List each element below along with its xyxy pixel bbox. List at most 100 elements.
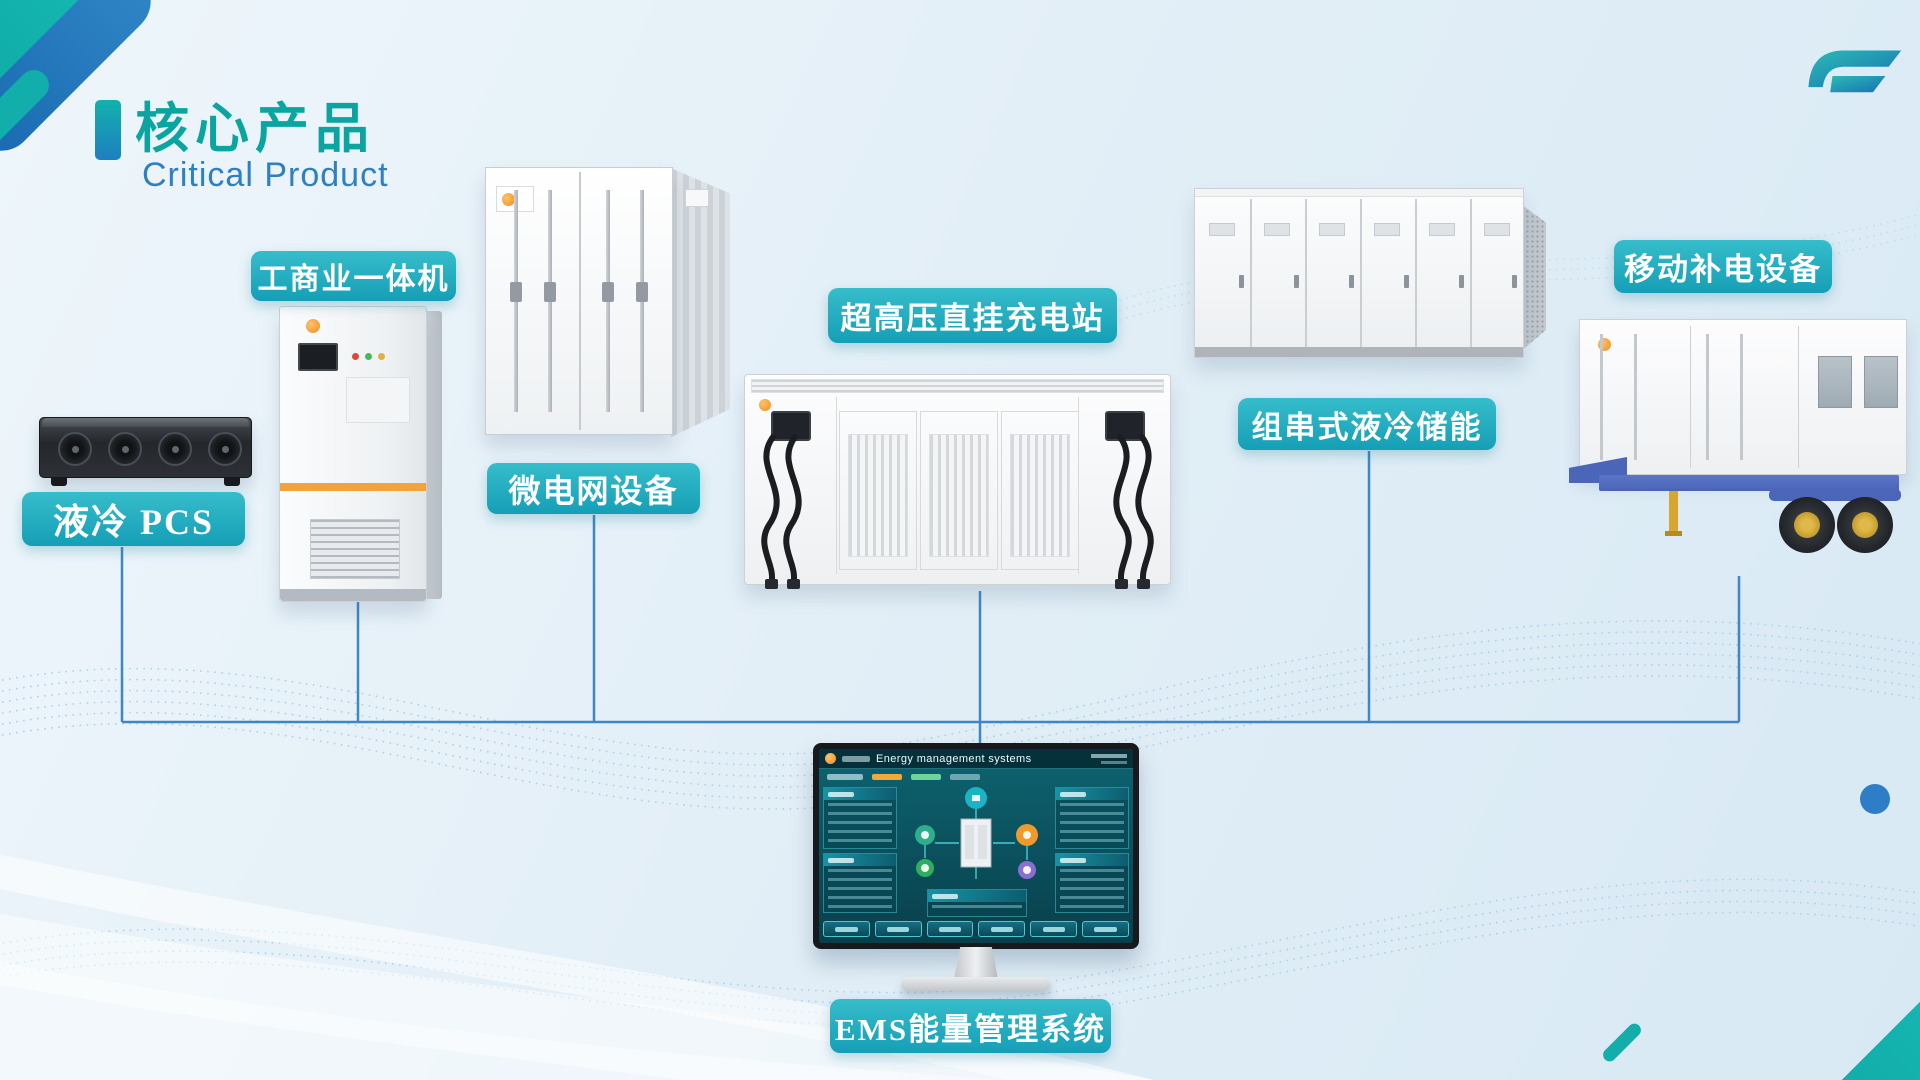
door-lock-rod — [1600, 334, 1603, 460]
cabinet-display — [298, 343, 338, 371]
label-text: 组串式液冷储能 — [1251, 409, 1483, 445]
label-commercial-industrial-all-in-one: 工商业一体机 — [251, 251, 456, 301]
door-vent — [1374, 223, 1400, 236]
mobile-container-body — [1579, 319, 1907, 475]
status-chip — [827, 774, 863, 780]
connector-path — [120, 451, 1741, 744]
ems-brand-text-placeholder — [842, 755, 870, 762]
fan-icon — [58, 432, 92, 466]
label-text: 超高压直挂充电站 — [840, 301, 1105, 336]
ems-panel-bottom-left — [823, 853, 897, 913]
product-string-storage-image — [1194, 180, 1546, 371]
product-microgrid-image — [485, 157, 730, 443]
ems-menu-button — [1030, 921, 1078, 937]
ems-menu-button — [823, 921, 870, 937]
door-handle — [1459, 275, 1464, 288]
monitor-stand-base — [901, 977, 1051, 991]
door-vent — [1319, 223, 1345, 236]
ems-clock-placeholder — [1091, 752, 1127, 765]
door-seam — [579, 172, 581, 430]
fan-icon — [158, 432, 192, 466]
door-vent — [1484, 223, 1510, 236]
door-panel — [920, 411, 998, 570]
cabinet-base — [280, 589, 426, 601]
ems-panel-top-left — [823, 787, 897, 849]
door-vent — [1209, 223, 1235, 236]
ems-panel-bottom-right — [1055, 853, 1129, 913]
door-lock-rod — [510, 190, 522, 412]
ems-title: Energy management systems — [876, 752, 1032, 765]
equipment-window — [1864, 356, 1898, 408]
brand-logo-icon — [1808, 50, 1902, 93]
charging-cables-right — [1113, 434, 1154, 589]
ems-node-glyphs — [921, 795, 1031, 874]
pcs-foot — [51, 478, 67, 486]
orange-stripe — [280, 483, 426, 491]
door-handle — [1512, 275, 1517, 288]
cabinet-front-door — [279, 306, 427, 602]
product-allinone-image — [279, 306, 443, 602]
ems-logo-icon — [825, 753, 836, 764]
pcs-top-edge — [42, 418, 249, 427]
fan-icon — [208, 432, 242, 466]
label-microgrid-equipment: 微电网设备 — [487, 463, 700, 514]
container-front-doors — [485, 167, 673, 435]
pcs-chassis — [39, 417, 252, 478]
ems-panel-top-right — [1055, 787, 1129, 849]
door-lock-rod — [544, 190, 556, 412]
ems-menu-button — [978, 921, 1026, 937]
indicator-lights — [352, 353, 385, 360]
trailer-bed — [1599, 475, 1899, 491]
container-base — [1195, 347, 1523, 357]
container-side-plate — [685, 189, 709, 207]
product-charging-station-image — [742, 364, 1173, 591]
status-chip — [911, 774, 941, 780]
label-uhv-direct-charging-station: 超高压直挂充电站 — [828, 288, 1117, 343]
product-ems-monitor: Energy management systems — [813, 743, 1139, 995]
door-lock-rod — [1634, 334, 1637, 460]
cabinet-side-panel — [425, 311, 442, 599]
ems-panel-bottom-center — [927, 889, 1027, 917]
vent-grille — [310, 519, 400, 579]
trailer-fender — [1769, 489, 1901, 501]
ems-flow-diagram — [915, 787, 1038, 879]
monitor-frame: Energy management systems — [813, 743, 1139, 949]
blue-dot-decoration — [1860, 784, 1890, 814]
fan-icon — [108, 432, 142, 466]
door-lock-rod — [1706, 334, 1709, 460]
page-subtitle: Critical Product — [142, 156, 389, 194]
door-handle — [1239, 275, 1244, 288]
container-side-vent — [1520, 203, 1546, 352]
product-pcs-image — [39, 411, 252, 486]
label-mobile-charging-equipment: 移动补电设备 — [1614, 240, 1832, 293]
monitor-stand-neck — [954, 947, 998, 979]
label-text: 移动补电设备 — [1624, 252, 1822, 287]
label-text: EMS能量管理系统 — [834, 1011, 1107, 1047]
charging-station-body — [744, 374, 1171, 589]
ems-menu-button — [1082, 921, 1129, 937]
title-block: 核心产品 Critical Product — [0, 0, 540, 230]
door-seam — [1690, 326, 1691, 468]
dispenser-left — [745, 397, 837, 574]
label-text: 液冷 PCS — [52, 502, 214, 542]
ems-menu-button — [926, 921, 974, 937]
door-panel — [839, 411, 917, 570]
equipment-window — [1818, 356, 1852, 408]
door-seam — [1798, 326, 1799, 468]
ems-button-row — [823, 921, 1129, 937]
storage-container-body — [1194, 188, 1524, 358]
pcs-foot — [224, 478, 240, 486]
roof-louver-band — [751, 379, 1164, 393]
door-lock-rod — [1740, 334, 1743, 460]
wheel — [1837, 497, 1893, 553]
cabinet-access-panel — [346, 377, 410, 423]
door-handle — [1294, 275, 1299, 288]
product-mobile-image — [1569, 307, 1920, 576]
door-panel — [1001, 411, 1079, 570]
brand-mark-icon — [306, 319, 320, 333]
title-bullet — [95, 100, 121, 160]
ems-node-glyphs — [965, 825, 987, 859]
